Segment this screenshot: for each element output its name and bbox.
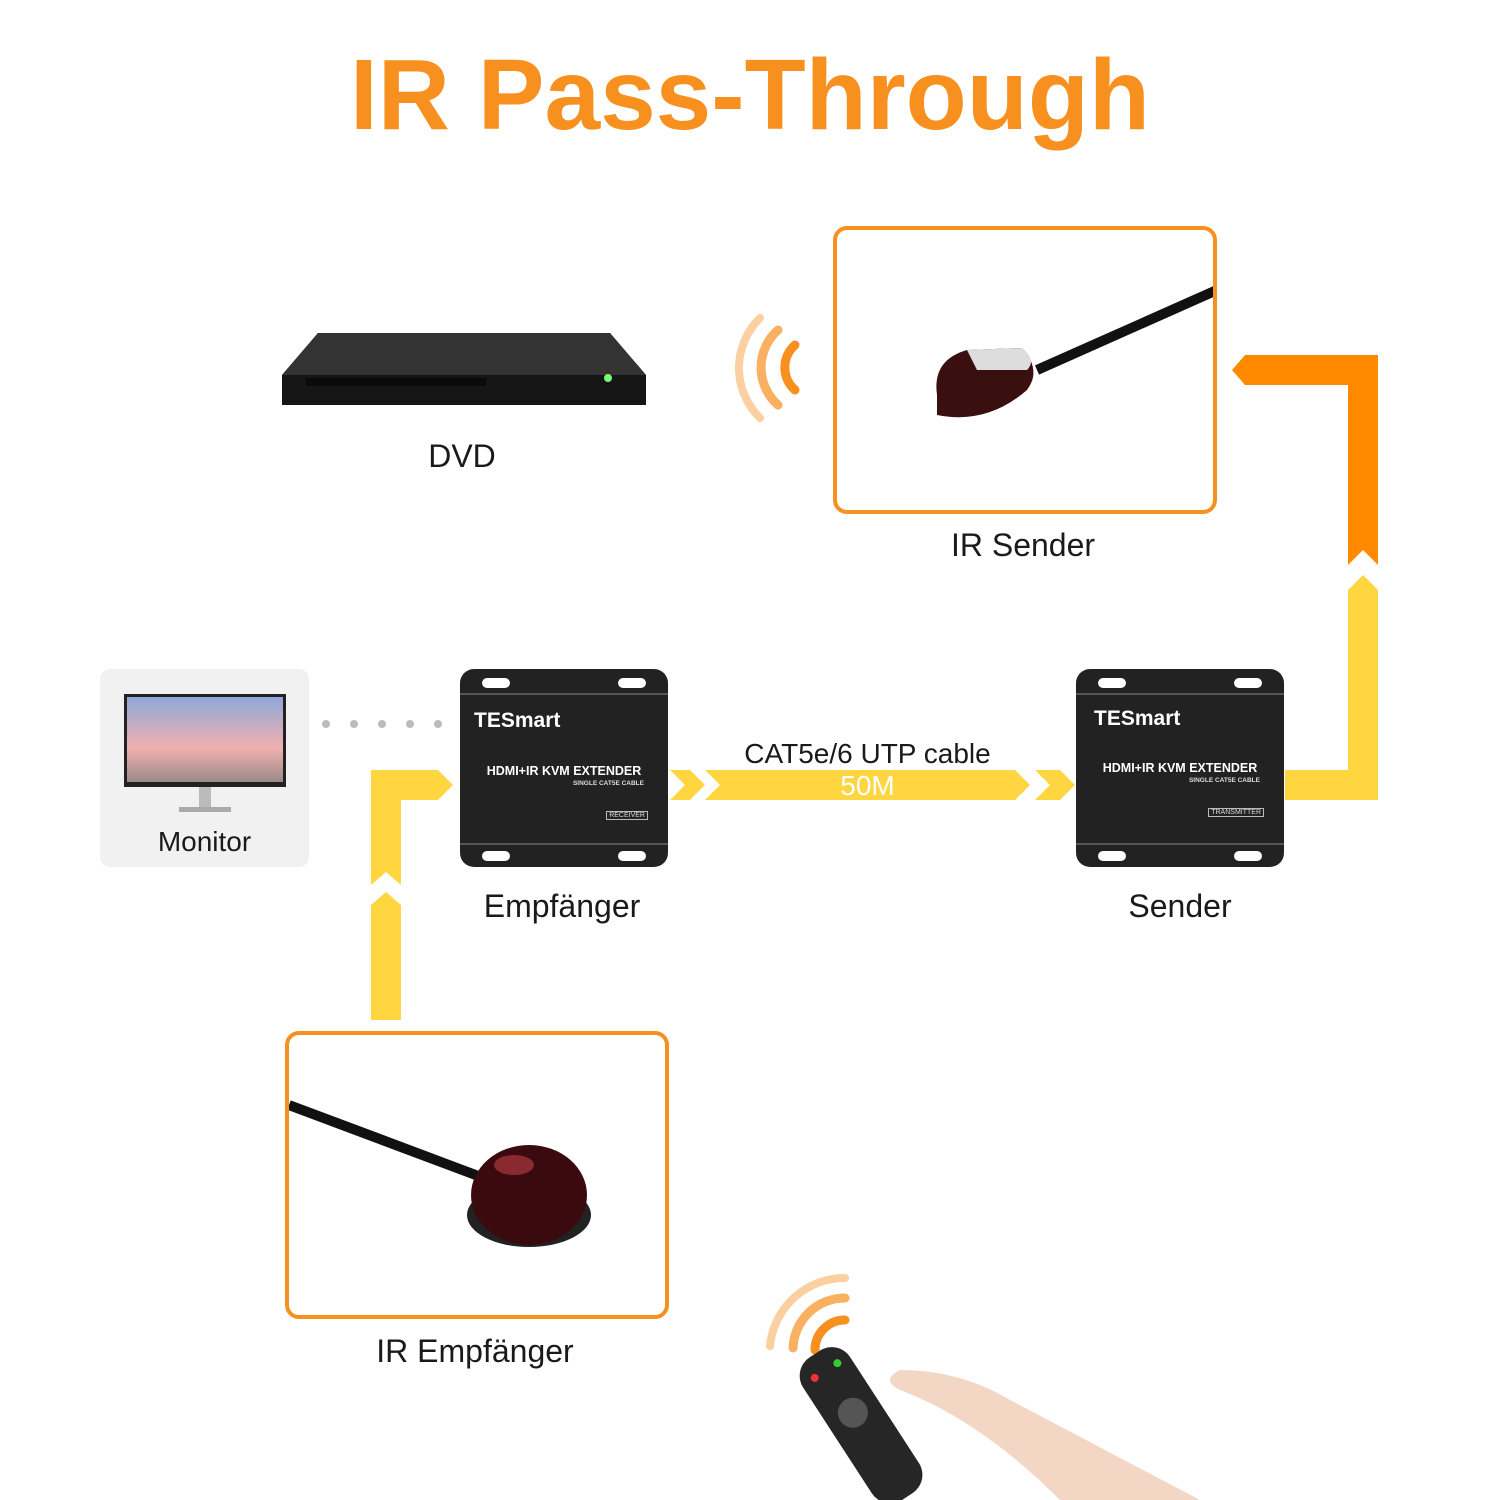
cable-length-label: 50M xyxy=(840,770,895,801)
receiver-device: TESmart HDMI+IR KVM EXTENDER SINGLE CAT5… xyxy=(460,669,668,867)
ir-sender-label: IR Sender xyxy=(950,527,1096,563)
monitor-link-dots xyxy=(322,720,442,728)
sender-brand: TESmart xyxy=(1094,707,1181,730)
receiver-sub: SINGLE CAT5E CABLE xyxy=(572,780,644,787)
dvd-player-icon xyxy=(282,333,646,405)
ir-receiver-path-lower xyxy=(371,892,401,1020)
sender-tag: TRANSMITTER xyxy=(1208,808,1264,817)
ir-receiver-path-upper xyxy=(371,770,453,885)
ir-receiver-label: IR Empfänger xyxy=(376,1333,574,1369)
cat-cable-arrow xyxy=(705,770,1030,800)
cat-cable-arrow xyxy=(670,770,705,800)
sender-yellow-path xyxy=(1285,575,1378,800)
dvd-label: DVD xyxy=(428,438,496,474)
page-title: IR Pass-Through xyxy=(349,39,1151,151)
remote-control-icon xyxy=(799,1347,1200,1500)
monitor-icon xyxy=(124,694,286,812)
ir-receiver-frame xyxy=(285,1031,669,1319)
sender-label: Sender xyxy=(1128,888,1232,924)
ir-sender-icon xyxy=(936,286,1213,418)
ir-sender-frame xyxy=(833,226,1217,514)
receiver-brand: TESmart xyxy=(474,709,561,732)
cable-type-label: CAT5e/6 UTP cable xyxy=(744,738,991,769)
ir-receiver-icon xyxy=(289,1100,591,1247)
sender-device: TESmart HDMI+IR KVM EXTENDER SINGLE CAT5… xyxy=(1076,669,1284,867)
monitor-label: Monitor xyxy=(157,826,252,857)
receiver-tag: RECEIVER xyxy=(606,811,648,820)
cat-cable-arrow xyxy=(1035,770,1075,800)
remote-wave-icon xyxy=(766,1273,850,1355)
receiver-label: Empfänger xyxy=(483,888,641,924)
sender-model: HDMI+IR KVM EXTENDER xyxy=(1102,761,1258,775)
ir-wave-icon xyxy=(734,314,800,422)
receiver-model: HDMI+IR KVM EXTENDER xyxy=(486,764,642,778)
sender-orange-path xyxy=(1232,355,1378,565)
monitor-card: Monitor xyxy=(100,669,309,867)
sender-sub: SINGLE CAT5E CABLE xyxy=(1188,777,1260,784)
